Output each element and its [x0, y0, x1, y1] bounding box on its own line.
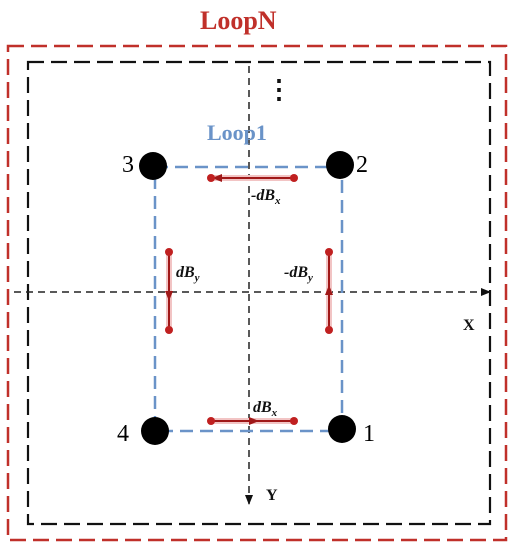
vector-right — [325, 248, 333, 334]
corner-label-3: 3 — [122, 152, 134, 178]
vector-bottom — [207, 417, 298, 425]
ellipsis: ⋮ — [266, 75, 292, 104]
node-1 — [328, 415, 356, 443]
node-4 — [141, 417, 169, 445]
x-axis-label: X — [463, 317, 475, 334]
vector-label-bottom: dBx — [253, 399, 278, 419]
y-axis-label: Y — [266, 487, 278, 504]
vector-top — [207, 174, 298, 182]
loop1-title: Loop1 — [207, 120, 267, 145]
corner-label-4: 4 — [117, 421, 129, 447]
vector-label-right: -dBy — [284, 264, 313, 284]
vector-left — [165, 248, 173, 334]
vector-label-top: -dBx — [251, 187, 281, 207]
corner-label-1: 1 — [363, 421, 375, 447]
corner-label-2: 2 — [356, 152, 368, 178]
loopN-title: LoopN — [200, 6, 277, 35]
vector-label-left: dBy — [176, 264, 200, 284]
loop1-square — [153, 165, 344, 433]
loopN-outer-frame — [6, 44, 508, 542]
node-3 — [139, 152, 167, 180]
node-2 — [326, 151, 354, 179]
